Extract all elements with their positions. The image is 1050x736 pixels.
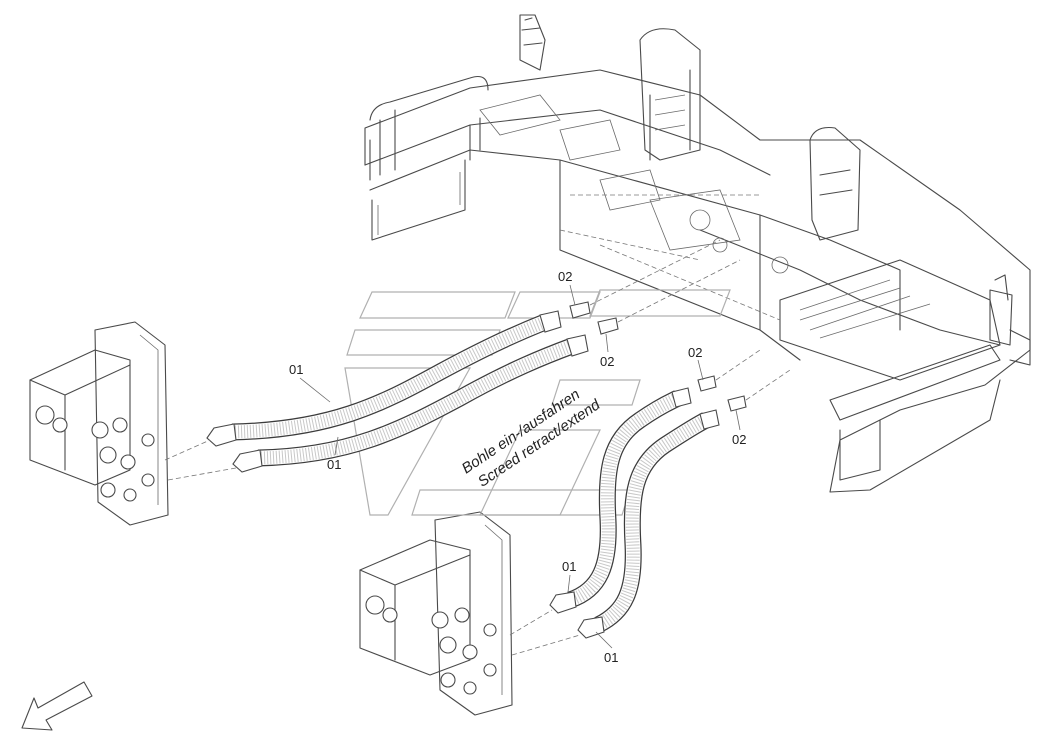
callout-02-b: 02 [600, 354, 614, 369]
callout-01-upper-a: 01 [289, 362, 303, 377]
valve-block-left [29, 321, 169, 526]
direction-arrow-icon [21, 681, 93, 731]
connection-lines [164, 239, 791, 656]
paver-frame [364, 14, 1031, 493]
watermark-logo [344, 289, 731, 516]
callout-02-c: 02 [688, 345, 702, 360]
hose-pair-upper [206, 301, 619, 473]
callout-01-lower-b: 01 [604, 650, 618, 665]
hose-pair-lower [549, 375, 747, 639]
leader-lines [299, 284, 741, 649]
callout-labels: 01 01 01 01 02 02 02 02 [289, 269, 746, 665]
callout-01-lower-a: 01 [562, 559, 576, 574]
callout-01-upper-b: 01 [327, 457, 341, 472]
callout-02-a: 02 [558, 269, 572, 284]
valve-block-bottom [359, 511, 513, 716]
callout-02-d: 02 [732, 432, 746, 447]
